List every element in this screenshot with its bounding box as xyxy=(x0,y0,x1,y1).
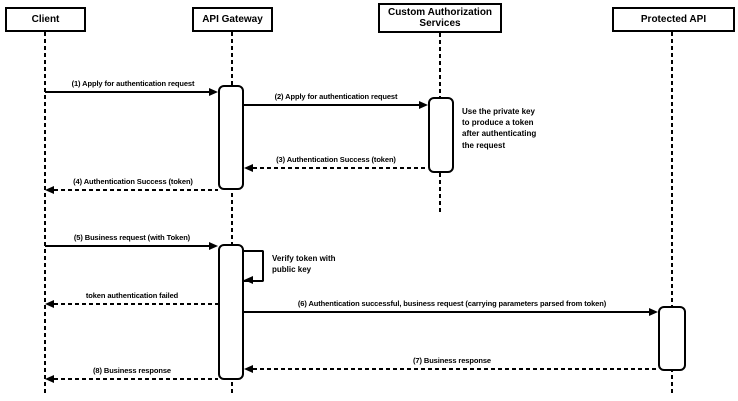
participant-box-custom-authorization-services: Custom Authorization Services xyxy=(378,3,502,33)
lifeline-api-gateway xyxy=(231,32,233,395)
lifeline-client xyxy=(44,32,46,395)
activation-api-gateway-2 xyxy=(218,244,244,380)
arrowhead-left-icon xyxy=(45,300,54,308)
arrowhead-right-icon xyxy=(209,242,218,250)
message-label-1: (1) Apply for authentication request xyxy=(69,79,197,88)
message-label-8: (6) Authentication successful, business … xyxy=(295,299,609,308)
participant-label-api-gateway: API Gateway xyxy=(202,13,263,25)
message-line-2 xyxy=(244,104,420,106)
participant-box-client: Client xyxy=(5,7,86,32)
note-text: Use the private key to produce a token a… xyxy=(462,107,537,150)
message-line-3 xyxy=(253,167,428,169)
arrowhead-right-icon xyxy=(649,308,658,316)
message-line-7 xyxy=(54,303,218,305)
activation-protected-api xyxy=(658,306,686,371)
participant-label-client: Client xyxy=(31,13,60,25)
self-message-label: Verify token with public key xyxy=(272,254,336,275)
message-line-10 xyxy=(54,378,218,380)
arrowhead-right-icon xyxy=(419,101,428,109)
message-label-10: (8) Business response xyxy=(91,366,173,375)
message-line-4 xyxy=(54,189,218,191)
arrowhead-left-icon xyxy=(244,365,253,373)
activation-api-gateway-1 xyxy=(218,85,244,190)
participant-box-protected-api: Protected API xyxy=(612,7,735,32)
message-label-4: (4) Authentication Success (token) xyxy=(71,177,195,186)
message-line-8 xyxy=(244,311,650,313)
activation-custom-authorization-services xyxy=(428,97,454,173)
arrowhead-left-icon xyxy=(244,276,253,284)
message-label-2: (2) Apply for authentication request xyxy=(272,92,400,101)
message-line-9 xyxy=(253,368,658,370)
lifeline-protected-api xyxy=(671,32,673,395)
arrowhead-right-icon xyxy=(209,88,218,96)
message-label-5: (5) Business request (with Token) xyxy=(71,233,193,242)
participant-label-protected-api: Protected API xyxy=(640,13,707,25)
message-line-1 xyxy=(45,91,210,93)
message-label-7: token authentication failed xyxy=(83,291,181,300)
arrowhead-left-icon xyxy=(244,164,253,172)
message-label-3: (3) Authentication Success (token) xyxy=(274,155,398,164)
arrowhead-left-icon xyxy=(45,186,54,194)
arrowhead-left-icon xyxy=(45,375,54,383)
self-message-loop xyxy=(244,250,264,282)
participant-box-api-gateway: API Gateway xyxy=(192,7,273,32)
message-label-9: (7) Business response xyxy=(411,356,493,365)
message-line-5 xyxy=(45,245,209,247)
participant-label-custom-authorization-services: Custom Authorization Services xyxy=(387,6,493,30)
